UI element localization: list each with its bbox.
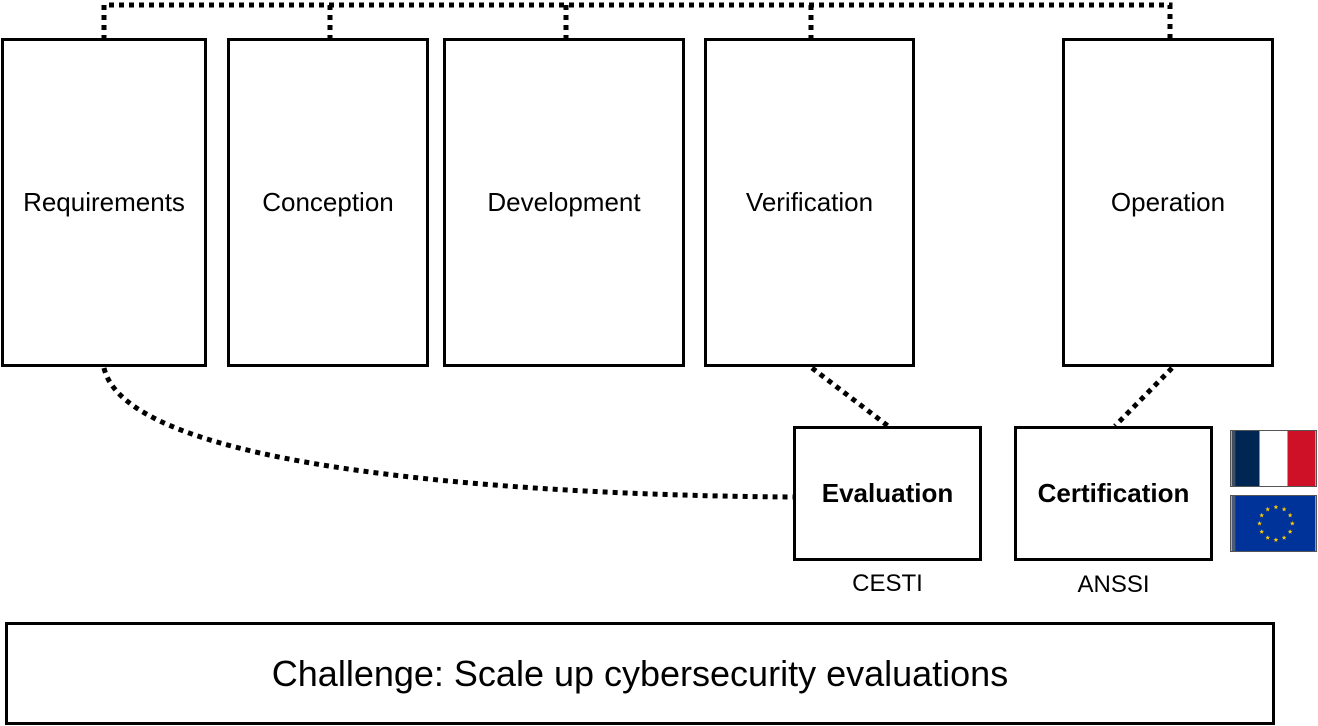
eu-star <box>1273 504 1279 510</box>
eu-star <box>1259 512 1265 518</box>
eu-star <box>1281 535 1287 540</box>
eu-star <box>1265 535 1271 540</box>
eu-star <box>1259 529 1265 534</box>
eu-star <box>1287 529 1293 534</box>
france-flag-icon <box>1230 430 1317 487</box>
verification-label: Verification <box>745 187 874 217</box>
requirements-evaluation-connector <box>101 367 796 500</box>
evaluation-caption: CESTI <box>852 570 923 597</box>
top-bus-connector <box>101 2 1173 40</box>
operation-label: Operation <box>1110 187 1226 217</box>
verification-box: Verification <box>704 38 915 367</box>
requirements-label: Requirements <box>23 187 185 217</box>
eu-star <box>1287 512 1293 518</box>
certification-caption: ANSSI <box>1077 571 1150 598</box>
eu-star <box>1289 520 1295 526</box>
eu-star <box>1257 520 1262 526</box>
operation-box: Operation <box>1062 38 1274 367</box>
requirements-box: Requirements <box>1 38 207 367</box>
conception-box: Conception <box>227 38 429 367</box>
operation-certification-connector <box>1113 366 1174 428</box>
eu-star <box>1281 506 1287 512</box>
challenge-label: Challenge: Scale up cybersecurity evalua… <box>271 652 1009 694</box>
development-box: Development <box>443 38 685 367</box>
conception-label: Conception <box>262 187 394 217</box>
verification-evaluation-connector <box>810 366 890 428</box>
eu-star <box>1273 537 1279 542</box>
certification-box: Certification <box>1014 426 1213 561</box>
evaluation-label: Evaluation <box>821 478 954 508</box>
eu-flag-icon <box>1230 495 1317 552</box>
certification-label: Certification <box>1037 478 1190 508</box>
evaluation-box: Evaluation <box>793 426 982 561</box>
challenge-box: Challenge: Scale up cybersecurity evalua… <box>5 622 1275 725</box>
development-label: Development <box>487 187 641 217</box>
eu-star <box>1265 506 1271 512</box>
